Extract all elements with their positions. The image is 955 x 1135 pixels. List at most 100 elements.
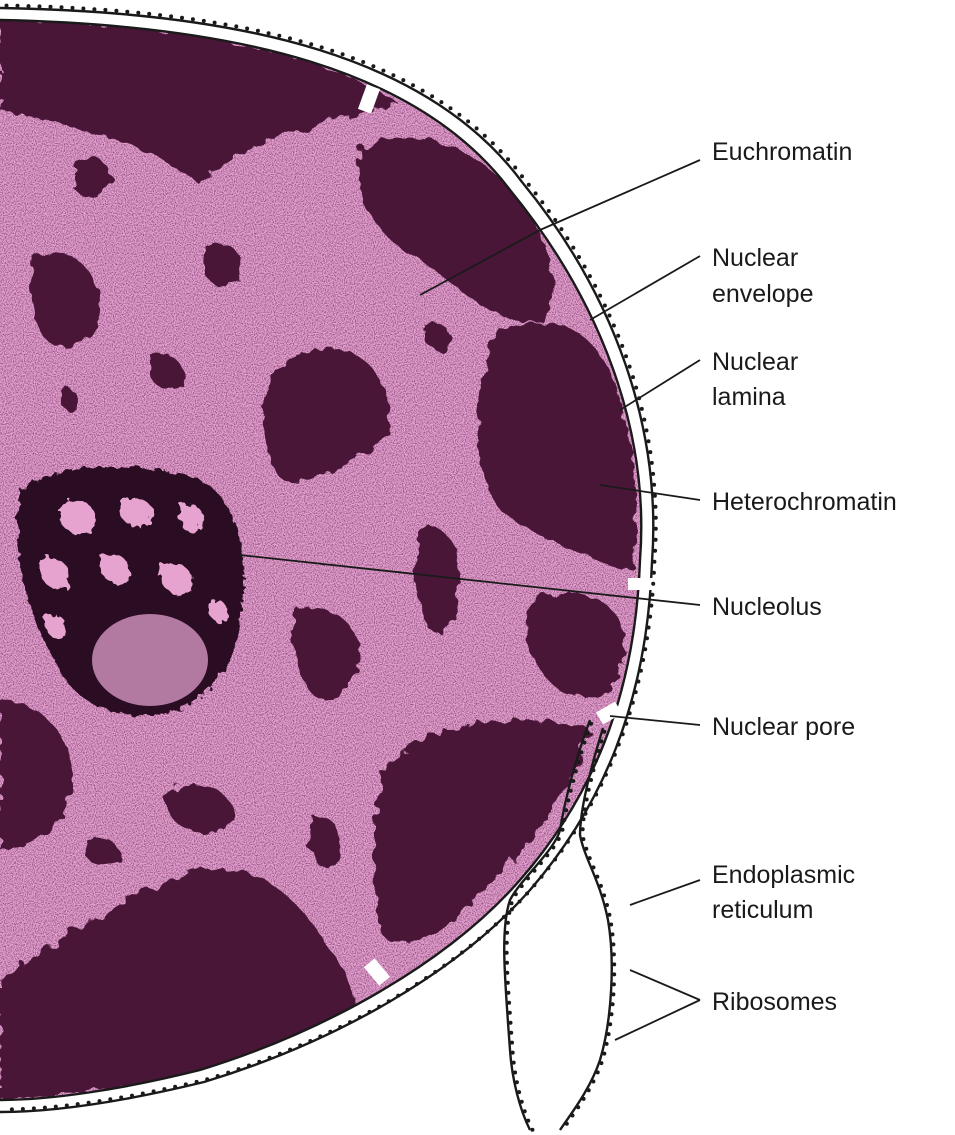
- ribosome-dot: [617, 743, 621, 747]
- ribosome-dot: [645, 428, 649, 432]
- label-nuclear-pore: Nuclear pore: [712, 713, 855, 741]
- ribosome-dot: [92, 7, 96, 11]
- ribosome-dot: [583, 265, 587, 269]
- ribosome-dot: [103, 8, 107, 12]
- ribosome-dot: [245, 27, 249, 31]
- ribosome-dot: [136, 11, 140, 15]
- ribosome-dot: [224, 23, 228, 27]
- ribosome-dot: [508, 1011, 512, 1015]
- label-euchromatin: Euchromatin: [712, 138, 852, 166]
- ribosome-dot: [597, 749, 601, 753]
- ribosome-dot: [547, 209, 551, 213]
- ribosome-dot: [653, 494, 657, 498]
- ribosome-dot: [648, 450, 652, 454]
- ribosome-dot: [584, 812, 588, 816]
- ribosome-dot: [631, 701, 635, 705]
- ribosome-dot: [588, 274, 592, 278]
- ribosome-dot: [298, 1043, 302, 1047]
- ribosome-dot: [653, 549, 657, 553]
- ribosome-dot: [415, 982, 419, 986]
- ribosome-dot: [636, 680, 640, 684]
- ribosome-dot: [526, 876, 530, 880]
- ribosome-dot: [213, 21, 217, 25]
- ribosome-dot: [320, 45, 324, 49]
- ribosome-dot: [595, 875, 599, 879]
- ribosome-dot: [288, 36, 292, 40]
- ribosome-dot: [449, 106, 453, 110]
- ribosome-dot: [267, 31, 271, 35]
- ribosome-dot: [613, 753, 617, 757]
- ribosome-dot: [247, 1064, 251, 1068]
- ribosome-dot: [518, 900, 522, 904]
- ribosome-dot: [577, 760, 581, 764]
- ribosome-dot: [599, 1061, 603, 1065]
- ribosome-dot: [401, 78, 405, 82]
- ribosome-dot: [505, 931, 509, 935]
- label-heterochromatin: Heterochromatin: [712, 488, 897, 516]
- ribosome-dot: [611, 942, 615, 946]
- ribosome-dot: [520, 884, 524, 888]
- ribosome-dot: [520, 174, 524, 178]
- ribosome-dot: [583, 741, 587, 745]
- label-endoplasmic-reticulum-line2: reticulum: [712, 896, 813, 924]
- ribosome-dot: [634, 690, 638, 694]
- ribosome-dot: [202, 19, 206, 23]
- ribosome-dot: [582, 1097, 586, 1101]
- ribosome-dot: [582, 817, 586, 821]
- ribosome-dot: [32, 1106, 36, 1110]
- ribosome-dot: [510, 1041, 514, 1045]
- ribosome-dot: [256, 29, 260, 33]
- ribosome-dot: [505, 941, 509, 945]
- ribosome-dot: [173, 1085, 177, 1089]
- ribosome-dot: [341, 52, 345, 56]
- ribosome-dot: [475, 126, 479, 130]
- ribosome-dot: [451, 957, 455, 961]
- ribosome-dot: [338, 1025, 342, 1029]
- ribosome-dot: [442, 964, 446, 968]
- ribosome-dot: [466, 119, 470, 123]
- ribosome-dot: [483, 134, 487, 138]
- ribosome-dot: [27, 4, 31, 8]
- ribosome-dot: [608, 314, 612, 318]
- ribosome-dot: [553, 218, 557, 222]
- ribosome-dot: [505, 951, 509, 955]
- ribosome-dot: [491, 141, 495, 145]
- ribosome-dot: [114, 9, 118, 13]
- ribosome-dot: [612, 324, 616, 328]
- ribosome-dot: [421, 89, 425, 93]
- ribosome-dot: [562, 818, 566, 822]
- ribosome-dot: [5, 4, 9, 8]
- ribosome-dot: [411, 83, 415, 87]
- ribosome-dot: [513, 1071, 517, 1075]
- nuclear-envelope-leader: [590, 256, 700, 320]
- ribosome-dot: [607, 1032, 611, 1036]
- ribosome-dot: [424, 976, 428, 980]
- ribosome-dot: [506, 981, 510, 985]
- ribosome-dot: [169, 14, 173, 18]
- ribosome-dot: [565, 1122, 569, 1126]
- ribosome-dot: [430, 94, 434, 98]
- ribosome-dot: [514, 892, 518, 896]
- ribosome-dot: [205, 1077, 209, 1081]
- ribosome-dot: [654, 527, 658, 531]
- ribosome-dot: [581, 837, 585, 841]
- ribosome-dot: [513, 166, 517, 170]
- ribosome-dot: [526, 1119, 530, 1123]
- ribosome-dot: [351, 56, 355, 60]
- ribosome-dot: [586, 731, 590, 735]
- ribosome-dot: [594, 793, 598, 797]
- ribosome-dot: [583, 807, 587, 811]
- ribosome-dot: [477, 937, 481, 941]
- ribosome-dot: [371, 64, 375, 68]
- ribosome-dot: [581, 827, 585, 831]
- ribosome-dot: [612, 962, 616, 966]
- ribosome-dot: [108, 1097, 112, 1101]
- ribosome-dot: [587, 1088, 591, 1092]
- ribosome-dot: [257, 1060, 261, 1064]
- ribosome-dot: [511, 1051, 515, 1055]
- ribosome-dot: [652, 571, 656, 575]
- ribosome-dot: [578, 821, 582, 825]
- ribosome-dot: [318, 1034, 322, 1038]
- ribosome-dot: [216, 1074, 220, 1078]
